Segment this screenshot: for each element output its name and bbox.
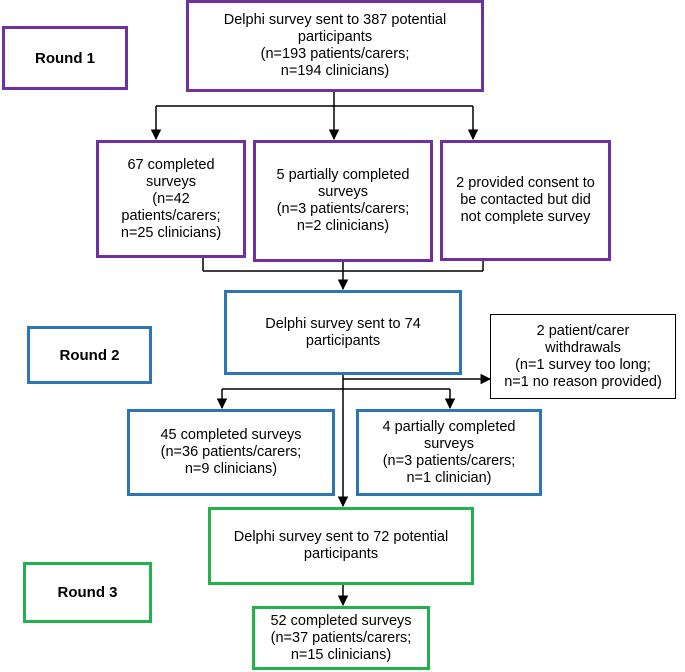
round2-sent-box: Delphi survey sent to 74 participants <box>224 290 462 375</box>
round1-sent-box: Delphi survey sent to 387 potential part… <box>186 0 484 92</box>
round1-completed-box: 67 completed surveys (n=42 patients/care… <box>96 140 246 258</box>
round2-completed-text: 45 completed surveys (n=36 patients/care… <box>160 427 302 477</box>
round3-completed-box: 52 completed surveys (n=37 patients/care… <box>252 606 430 670</box>
round1-label: Round 1 <box>2 26 128 90</box>
round1-consent-text: 2 provided consent to be contacted but d… <box>456 175 595 225</box>
round1-consent-box: 2 provided consent to be contacted but d… <box>440 140 611 261</box>
round1-sent-text: Delphi survey sent to 387 potential part… <box>223 12 447 79</box>
round1-partial-text: 5 partially completed surveys (n=3 patie… <box>276 167 410 234</box>
round1-completed-text: 67 completed surveys (n=42 patients/care… <box>120 156 222 241</box>
round2-sent-text: Delphi survey sent to 74 participants <box>265 315 421 349</box>
round3-sent-box: Delphi survey sent to 72 potential parti… <box>208 507 474 585</box>
round2-withdrawals-box: 2 patient/carer withdrawals (n=1 survey … <box>490 314 676 399</box>
round3-label: Round 3 <box>23 562 152 623</box>
round2-label-text: Round 2 <box>59 346 120 364</box>
round2-partial-text: 4 partially completed surveys (n=3 patie… <box>382 418 516 486</box>
round2-label: Round 2 <box>27 326 152 384</box>
round2-completed-box: 45 completed surveys (n=36 patients/care… <box>127 409 335 496</box>
round1-label-text: Round 1 <box>35 49 95 67</box>
round3-sent-text: Delphi survey sent to 72 potential parti… <box>233 529 449 562</box>
round2-partial-box: 4 partially completed surveys (n=3 patie… <box>356 409 542 496</box>
round3-completed-text: 52 completed surveys (n=37 patients/care… <box>270 612 412 663</box>
round2-withdrawals-text: 2 patient/carer withdrawals (n=1 survey … <box>504 322 662 390</box>
round3-label-text: Round 3 <box>57 584 118 601</box>
round1-partial-box: 5 partially completed surveys (n=3 patie… <box>253 140 433 262</box>
